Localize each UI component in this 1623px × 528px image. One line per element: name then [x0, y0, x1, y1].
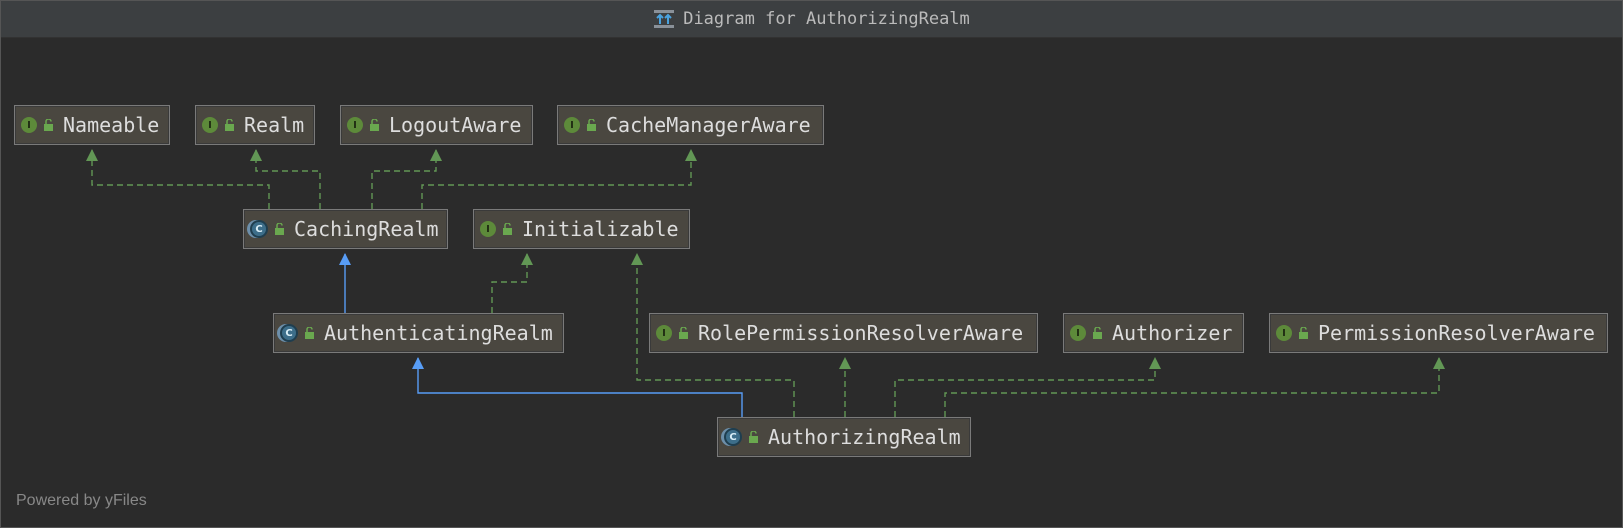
- unlocked-icon: [749, 431, 758, 443]
- powered-by-label: Powered by yFiles: [16, 492, 147, 509]
- node-initializable[interactable]: I Initializable: [473, 209, 690, 249]
- abstract-class-icon: C: [724, 428, 742, 446]
- node-label: AuthenticatingRealm: [324, 321, 553, 345]
- interface-icon: I: [480, 221, 496, 237]
- unlocked-icon: [370, 119, 379, 131]
- abstract-class-icon: C: [280, 324, 298, 342]
- interface-icon: I: [656, 325, 672, 341]
- edge-cachingrealm-realm: [250, 149, 321, 209]
- edge-authorizingrealm-authenticatingrealm: [412, 357, 743, 417]
- node-nameable[interactable]: I Nameable: [14, 105, 170, 145]
- edge-authenticatingrealm-initializable: [491, 253, 533, 313]
- edge-authorizingrealm-permissionresolveraware: [944, 357, 1445, 417]
- edge-cachingrealm-logoutaware: [371, 149, 442, 209]
- interface-icon: I: [347, 117, 363, 133]
- abstract-class-icon: C: [250, 220, 268, 238]
- unlocked-icon: [225, 119, 234, 131]
- interface-icon: I: [21, 117, 37, 133]
- node-label: LogoutAware: [389, 113, 522, 137]
- node-permission-resolver-aware[interactable]: I PermissionResolverAware: [1269, 313, 1608, 353]
- node-logout-aware[interactable]: I LogoutAware: [340, 105, 533, 145]
- unlocked-icon: [503, 223, 512, 235]
- unlocked-icon: [305, 327, 314, 339]
- interface-icon: I: [1070, 325, 1086, 341]
- node-authorizer[interactable]: I Authorizer: [1063, 313, 1244, 353]
- window-title: Diagram for AuthorizingRealm: [683, 9, 970, 29]
- node-realm[interactable]: I Realm: [195, 105, 315, 145]
- unlocked-icon: [679, 327, 688, 339]
- interface-icon: I: [564, 117, 580, 133]
- edge-cachingrealm-cachemanageraware: [421, 149, 697, 209]
- interface-icon: I: [1276, 325, 1292, 341]
- diagram-icon: [654, 10, 675, 28]
- node-authorizing-realm[interactable]: C AuthorizingRealm: [717, 417, 971, 457]
- interface-icon: I: [202, 117, 218, 133]
- node-label: CacheManagerAware: [606, 113, 811, 137]
- node-label: Realm: [244, 113, 305, 137]
- node-role-permission-resolver-aware[interactable]: I RolePermissionResolverAware: [649, 313, 1038, 353]
- node-label: Nameable: [63, 113, 160, 137]
- node-label: PermissionResolverAware: [1318, 321, 1595, 345]
- node-label: CachingRealm: [294, 217, 439, 241]
- node-caching-realm[interactable]: C CachingRealm: [243, 209, 448, 249]
- unlocked-icon: [1093, 327, 1102, 339]
- node-label: Authorizer: [1112, 321, 1233, 345]
- edge-authorizingrealm-initializable: [631, 253, 795, 417]
- node-cache-manager-aware[interactable]: I CacheManagerAware: [557, 105, 824, 145]
- node-authenticating-realm[interactable]: C AuthenticatingRealm: [273, 313, 564, 353]
- node-label: RolePermissionResolverAware: [698, 321, 1024, 345]
- unlocked-icon: [587, 119, 596, 131]
- node-label: Initializable: [522, 217, 679, 241]
- unlocked-icon: [1299, 327, 1308, 339]
- unlocked-icon: [44, 119, 53, 131]
- node-label: AuthorizingRealm: [768, 425, 961, 449]
- edge-cachingrealm-nameable: [86, 149, 270, 209]
- title-bar: Diagram for AuthorizingRealm: [1, 1, 1622, 38]
- unlocked-icon: [275, 223, 284, 235]
- edge-authorizingrealm-authorizer: [894, 357, 1161, 417]
